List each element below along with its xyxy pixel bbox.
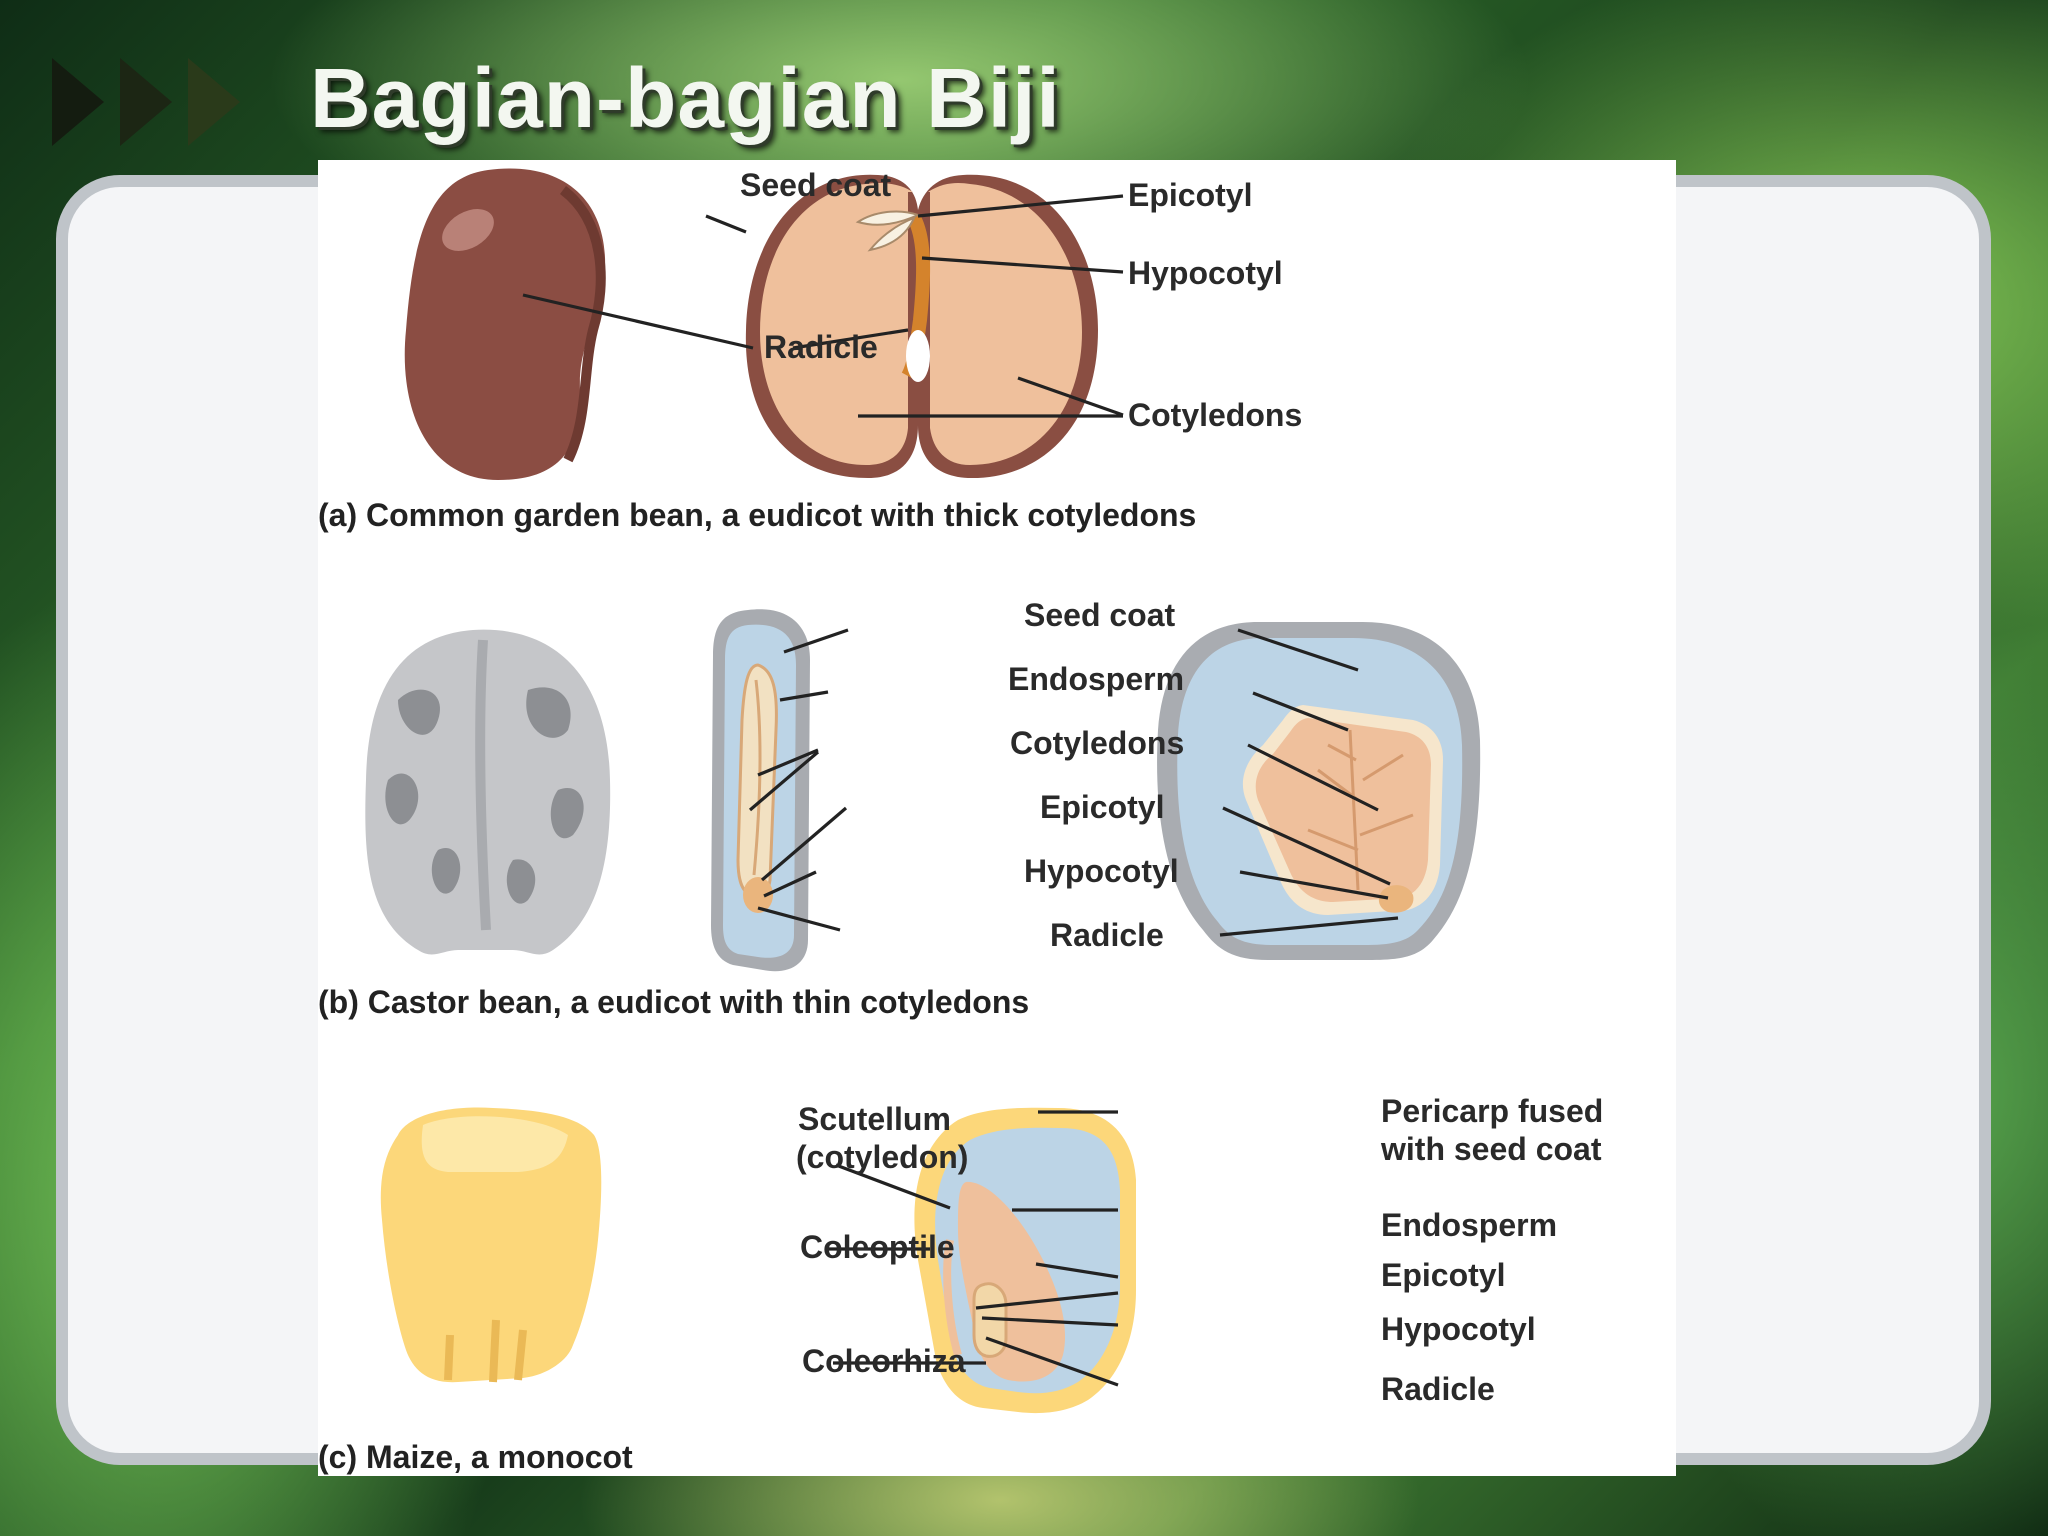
caption-a: (a) Common garden bean, a eudicot with t…	[318, 497, 1196, 533]
garden-bean-exterior	[404, 168, 606, 480]
castor-bean-side-section	[711, 609, 810, 972]
label-a-hypocotyl: Hypocotyl	[1128, 255, 1283, 291]
label-c-coleoptile: Coleoptile	[800, 1229, 955, 1265]
maize-section	[914, 1107, 1136, 1414]
garden-bean-section	[745, 174, 1098, 479]
label-c-hypocotyl: Hypocotyl	[1381, 1311, 1536, 1347]
castor-bean-front-section	[1157, 621, 1481, 960]
label-c-coleorhiza: Coleorhiza	[802, 1343, 966, 1379]
label-a-cotyledons: Cotyledons	[1128, 397, 1302, 433]
label-b-radicle: Radicle	[1050, 917, 1164, 953]
castor-bean-exterior	[365, 629, 611, 955]
label-b-endosperm: Endosperm	[1008, 661, 1184, 697]
label-a-seed-coat: Seed coat	[740, 167, 892, 203]
garden-bean-leaders	[522, 194, 1124, 418]
label-c-endosperm: Endosperm	[1381, 1207, 1557, 1243]
label-b-epicotyl: Epicotyl	[1040, 789, 1164, 825]
caption-c: (c) Maize, a monocot	[318, 1439, 633, 1475]
caption-b: (b) Castor bean, a eudicot with thin cot…	[318, 984, 1029, 1020]
label-c-epicotyl: Epicotyl	[1381, 1257, 1505, 1293]
label-a-radicle: Radicle	[764, 329, 878, 365]
label-c-pericarp: Pericarp fused	[1381, 1093, 1603, 1129]
label-b-cotyledons: Cotyledons	[1010, 725, 1184, 761]
label-c-scutellum: Scutellum	[798, 1101, 951, 1137]
label-c-radicle: Radicle	[1381, 1371, 1495, 1407]
label-a-epicotyl: Epicotyl	[1128, 177, 1252, 213]
seed-parts-figure: Seed coat Radicle Epicotyl Hypocotyl Cot…	[318, 160, 1676, 1476]
title-arrows-icon	[52, 58, 240, 146]
maize-exterior	[380, 1107, 602, 1383]
label-c-scutellum-cotyledon: (cotyledon)	[796, 1139, 968, 1175]
label-c-pericarp-seed-coat: with seed coat	[1380, 1131, 1602, 1167]
label-b-seed-coat: Seed coat	[1024, 597, 1176, 633]
label-b-hypocotyl: Hypocotyl	[1024, 853, 1179, 889]
slide-title: Bagian-bagian Biji	[310, 51, 1061, 145]
castor-bean-leaders	[748, 628, 1399, 937]
maize-leaders	[828, 1110, 1119, 1387]
